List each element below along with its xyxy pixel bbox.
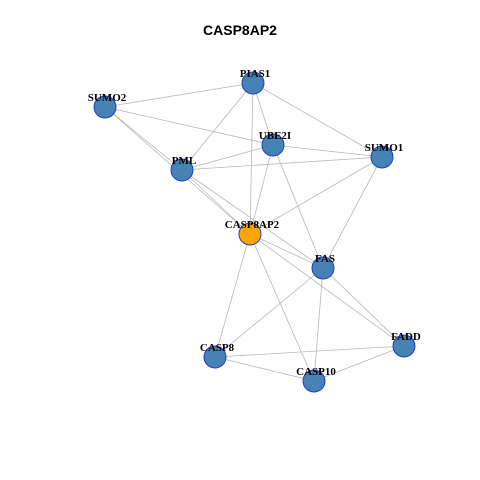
node-circle[interactable] <box>392 334 416 358</box>
node-pias1[interactable]: PIAS1 <box>240 68 271 95</box>
edge-ube2i-casp8ap2 <box>249 144 274 235</box>
node-ube2i[interactable]: UBE2I <box>259 130 291 157</box>
edge-fas-fadd <box>322 267 405 347</box>
node-fas[interactable]: FAS <box>311 253 335 280</box>
node-label: PML <box>172 155 196 167</box>
node-label: UBE2I <box>259 130 291 142</box>
node-label: CASP8 <box>200 342 235 354</box>
edge-pias1-pml <box>181 82 254 171</box>
edge-sumo1-fas <box>322 156 383 269</box>
node-sumo2[interactable]: SUMO2 <box>88 92 127 119</box>
node-label: CASP10 <box>296 366 336 378</box>
edge-casp8ap2-casp8 <box>214 233 251 358</box>
node-circle[interactable] <box>93 95 117 119</box>
edge-fas-casp8 <box>214 267 324 358</box>
node-label: SUMO2 <box>88 92 127 104</box>
node-circle[interactable] <box>203 345 227 369</box>
node-circle[interactable] <box>241 71 265 95</box>
edge-ube2i-pml <box>181 144 274 171</box>
node-circle[interactable] <box>370 145 394 169</box>
edge-casp8ap2-fas <box>249 233 324 269</box>
node-fadd[interactable]: FADD <box>391 331 421 358</box>
node-circle[interactable] <box>238 222 262 246</box>
node-label: FAS <box>315 253 335 265</box>
node-label: CASP8AP2 <box>225 219 280 231</box>
node-label: SUMO1 <box>365 142 404 154</box>
edge-fadd-casp8 <box>214 345 405 358</box>
edge-pias1-sumo2 <box>104 82 254 108</box>
edge-pias1-casp8ap2 <box>249 82 254 235</box>
node-casp8ap2[interactable]: CASP8AP2 <box>225 219 280 246</box>
node-pml[interactable]: PML <box>170 155 196 182</box>
edges-layer <box>104 82 405 382</box>
node-circle[interactable] <box>311 256 335 280</box>
edge-casp8ap2-fadd <box>249 233 405 347</box>
edge-ube2i-fas <box>272 144 324 269</box>
edge-sumo1-pml <box>181 156 383 171</box>
graph-title: CASP8AP2 <box>203 22 277 38</box>
node-circle[interactable] <box>261 133 285 157</box>
node-circle[interactable] <box>170 158 194 182</box>
edge-casp8-casp10 <box>214 356 315 382</box>
node-casp8[interactable]: CASP8 <box>200 342 235 369</box>
node-sumo1[interactable]: SUMO1 <box>365 142 404 169</box>
edge-ube2i-sumo1 <box>272 144 383 158</box>
edge-sumo2-pml <box>104 106 183 171</box>
node-label: PIAS1 <box>240 68 271 80</box>
edge-sumo1-casp8ap2 <box>249 156 383 235</box>
edge-fadd-casp10 <box>313 345 405 382</box>
edge-pml-casp8ap2 <box>181 169 251 235</box>
node-label: FADD <box>391 331 421 343</box>
node-casp10[interactable]: CASP10 <box>296 366 336 393</box>
edge-sumo2-ube2i <box>104 106 274 146</box>
node-circle[interactable] <box>302 369 326 393</box>
edge-casp8ap2-casp10 <box>249 233 315 382</box>
edge-fas-casp10 <box>313 267 324 382</box>
edge-pml-fas <box>181 169 324 269</box>
edge-pias1-sumo1 <box>252 82 383 158</box>
